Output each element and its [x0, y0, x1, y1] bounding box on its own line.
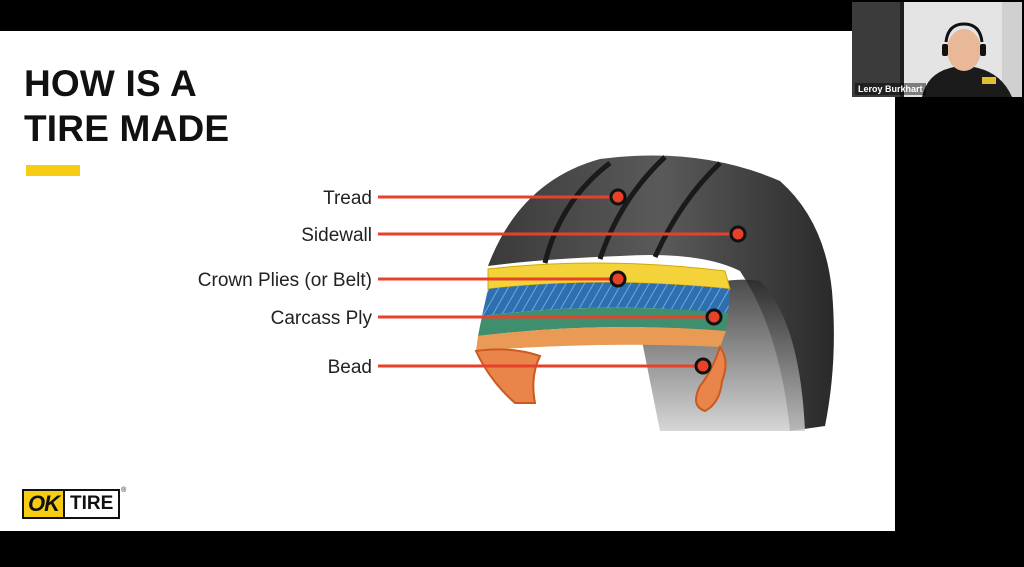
callout-label-bead: Bead — [328, 357, 372, 378]
logo-ok-text: OK — [28, 491, 60, 516]
belt-layer — [478, 307, 728, 336]
carcass-ply-marker-dot — [705, 308, 723, 326]
tire-cross-section-illustration: Tread Sidewall Crown Plies (or Belt) Car… — [198, 155, 834, 431]
tire-tread-surface — [488, 155, 834, 431]
callout-label-carcass-ply: Carcass Ply — [271, 308, 373, 329]
sidewall-marker-dot — [729, 225, 747, 243]
tread-marker-dot — [609, 188, 627, 206]
logo-tire-text: TIRE — [63, 491, 119, 517]
callout-label-sidewall: Sidewall — [301, 225, 372, 246]
slide-title: HOW IS A TIRE MADE — [24, 61, 229, 151]
participant-video-feed — [852, 2, 1022, 97]
callout-lines — [378, 195, 738, 368]
participant-name-label: Leroy Burkhart — [855, 83, 926, 95]
callout-label-tread: Tread — [323, 188, 372, 209]
callout-label-crown-plies: Crown Plies (or Belt) — [198, 270, 372, 291]
presentation-slide: Tread Sidewall Crown Plies (or Belt) Car… — [0, 31, 895, 531]
bead-marker-dot — [694, 357, 712, 375]
ok-tire-logo: OK TIRE ® — [22, 487, 126, 519]
participant-video-tile[interactable]: Leroy Burkhart — [852, 2, 1022, 97]
right-bead — [695, 344, 727, 413]
carcass-ply-layer — [476, 327, 726, 351]
slide-title-line-1: HOW IS A — [24, 63, 197, 104]
left-bead — [474, 348, 542, 404]
tread-grooves — [542, 155, 722, 264]
crown-plies-marker-dot — [609, 270, 627, 288]
title-accent-bar — [26, 165, 80, 176]
crown-plies-layer — [482, 282, 730, 316]
logo-registered-mark: ® — [121, 487, 127, 494]
slide-title-line-2: TIRE MADE — [24, 108, 230, 149]
